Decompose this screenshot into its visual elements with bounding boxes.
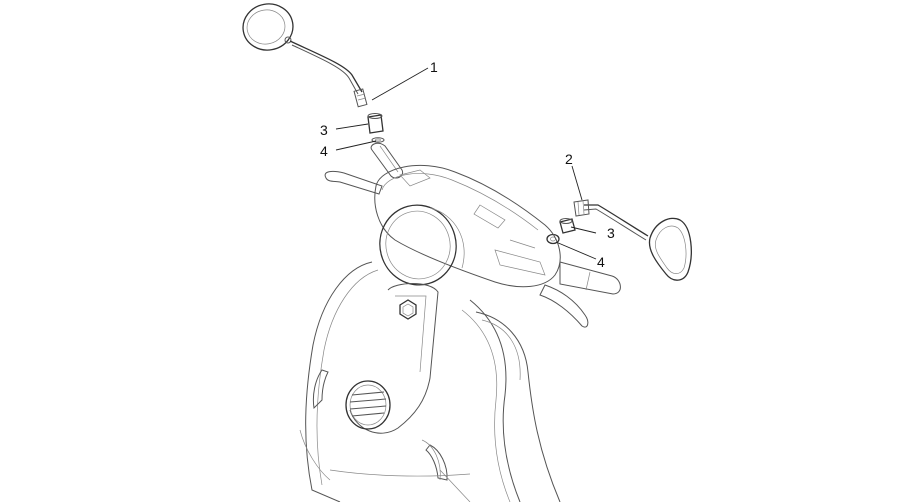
right-adapter-part-3 [559, 218, 576, 234]
leader-lines [335, 67, 597, 260]
callout-3-left: 3 [320, 122, 328, 138]
left-adapter-part-3 [367, 113, 384, 134]
callout-4-left: 4 [320, 143, 328, 159]
left-washer-part-4 [371, 137, 385, 143]
callout-2: 2 [565, 151, 573, 167]
callout-1: 1 [430, 59, 438, 75]
callout-3-right: 3 [607, 225, 615, 241]
scooter-front-body [299, 142, 621, 502]
callouts: 1 2 3 4 3 4 [320, 59, 615, 270]
callout-4-right: 4 [597, 254, 605, 270]
right-mirror [573, 199, 692, 281]
left-mirror [242, 3, 368, 108]
